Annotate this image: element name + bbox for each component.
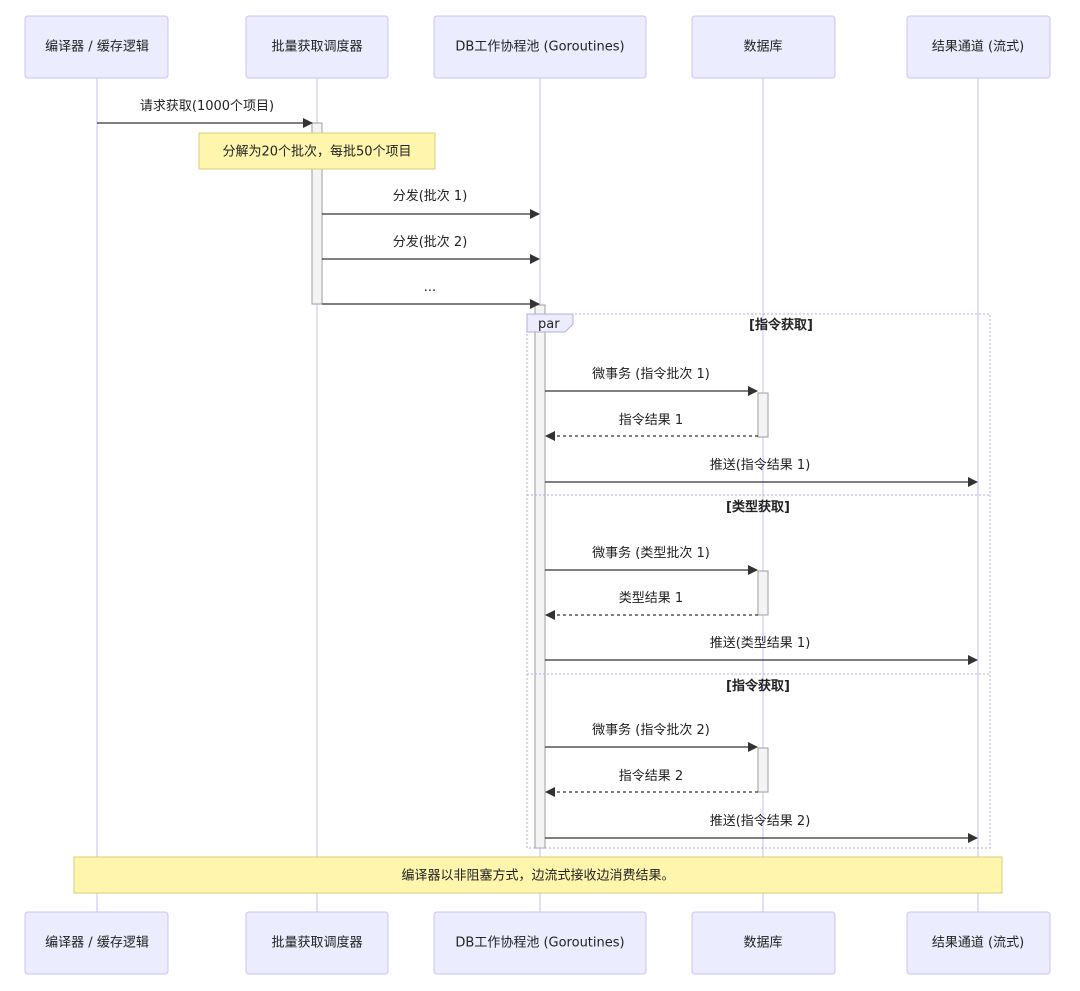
- activations: [311, 122, 769, 849]
- note-batching: 分解为20个批次，每批50个项目: [198, 132, 436, 170]
- note-streaming: 编译器以非阻塞方式，边流式接收边消费结果。: [73, 856, 1003, 894]
- message-label: 微事务 (类型批次 1): [592, 545, 710, 561]
- activation-db-2: [757, 570, 769, 616]
- participant-box-channel: [906, 911, 1051, 975]
- par-keyword: par: [538, 317, 560, 332]
- participant-label-pool: DB工作协程池 (Goroutines): [455, 936, 624, 951]
- par-section-label-2: [类型获取]: [726, 499, 790, 515]
- message-label: 指令结果 1: [619, 413, 683, 428]
- participant-box-compiler: [24, 911, 169, 975]
- note-box: [73, 856, 1003, 894]
- participant-box-pool: [433, 15, 647, 79]
- par-frame: par [指令获取] [类型获取] [指令获取]: [526, 313, 991, 849]
- message-label: ...: [424, 280, 436, 295]
- activation-db-3: [757, 747, 769, 793]
- message-label: 微事务 (指令批次 2): [592, 722, 710, 738]
- participant-box-db: [691, 15, 836, 79]
- note-box: [198, 132, 436, 170]
- note-text: 分解为20个批次，每批50个项目: [222, 144, 411, 160]
- participant-box-channel: [906, 15, 1051, 79]
- participant-box-scheduler: [245, 911, 389, 975]
- message-label: 分发(批次 2): [393, 234, 468, 250]
- message-label: 推送(指令结果 1): [710, 458, 811, 473]
- participant-box-pool: [433, 911, 647, 975]
- message-label: 分发(批次 1): [393, 188, 468, 204]
- participant-label-scheduler: 批量获取调度器: [271, 39, 362, 55]
- par-section-label-1: [指令获取]: [749, 317, 813, 333]
- participant-box-db: [691, 911, 836, 975]
- participant-label-compiler: 编译器 / 缓存逻辑: [45, 40, 149, 55]
- message-label: 指令结果 2: [619, 769, 683, 784]
- message-label: 推送(类型结果 1): [710, 636, 811, 651]
- messages: 请求获取(1000个项目) 分发(批次 1) 分发(批次 2) ... 微事务 …: [97, 99, 978, 843]
- participant-box-compiler: [24, 15, 169, 79]
- participant-label-scheduler: 批量获取调度器: [271, 935, 362, 951]
- participant-label-pool: DB工作协程池 (Goroutines): [455, 40, 624, 55]
- participant-label-compiler: 编译器 / 缓存逻辑: [45, 936, 149, 951]
- activation-db-1: [757, 392, 769, 438]
- message-label: 类型结果 1: [619, 591, 683, 606]
- participant-label-db: 数据库: [743, 39, 782, 55]
- par-frame-border: [526, 313, 991, 849]
- participant-box-scheduler: [245, 15, 389, 79]
- participant-label-db: 数据库: [743, 935, 782, 951]
- par-section-label-3: [指令获取]: [726, 678, 790, 694]
- par-keyword-tab: [526, 313, 574, 333]
- participants-bottom: 编译器 / 缓存逻辑 批量获取调度器 DB工作协程池 (Goroutines) …: [24, 911, 1051, 975]
- message-label: 微事务 (指令批次 1): [592, 366, 710, 382]
- participants-top: 编译器 / 缓存逻辑 批量获取调度器 DB工作协程池 (Goroutines) …: [24, 15, 1051, 79]
- message-label: 推送(指令结果 2): [710, 814, 811, 829]
- message-label: 请求获取(1000个项目): [140, 99, 274, 114]
- participant-label-channel: 结果通道 (流式): [932, 40, 1024, 55]
- participant-label-channel: 结果通道 (流式): [932, 936, 1024, 951]
- activation-pool: [534, 304, 546, 849]
- note-text: 编译器以非阻塞方式，边流式接收边消费结果。: [401, 868, 674, 884]
